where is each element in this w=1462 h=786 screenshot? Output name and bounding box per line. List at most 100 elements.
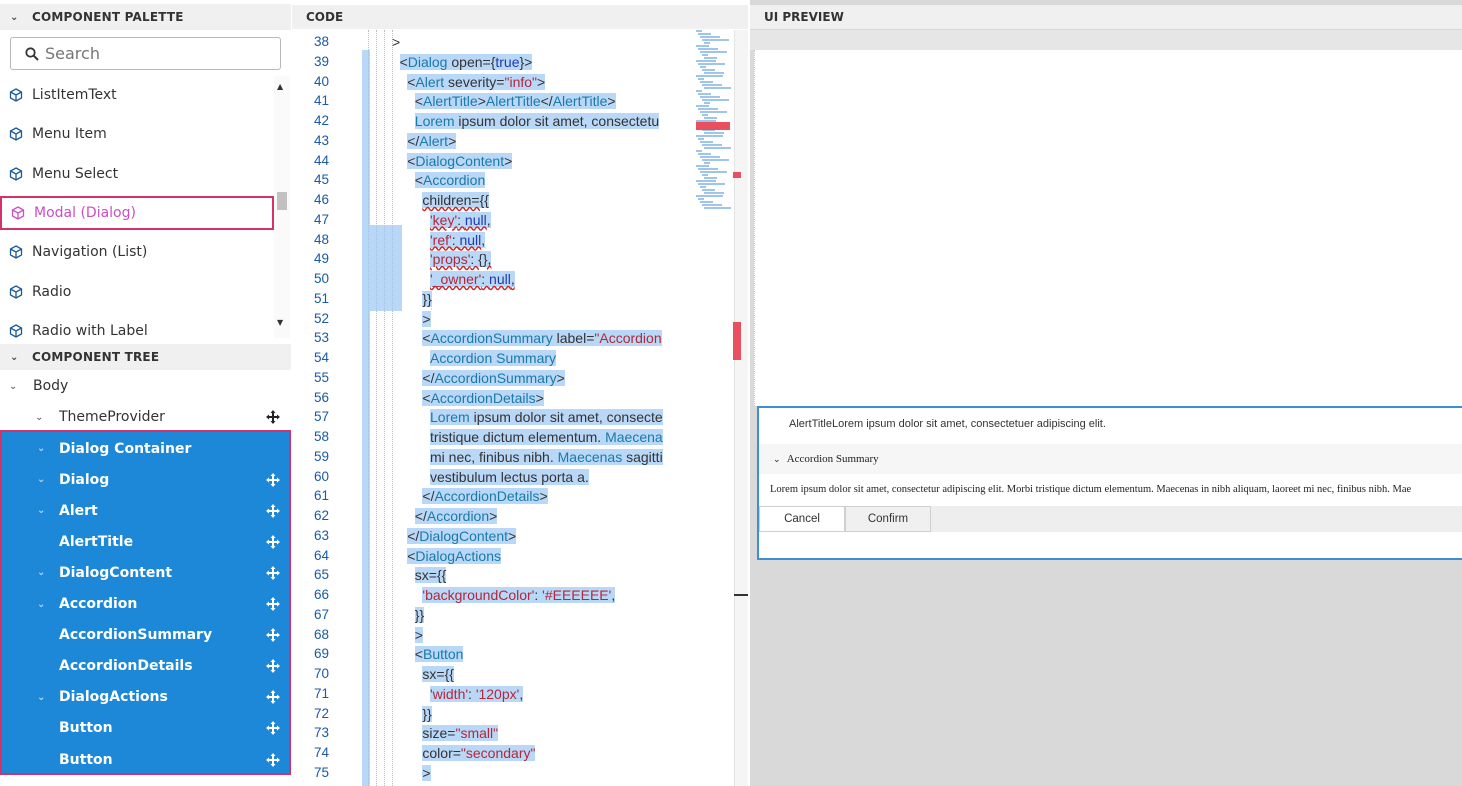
move-icon[interactable] xyxy=(266,628,280,643)
code-token: ipsum dolor sit amet, consectetu xyxy=(454,113,660,129)
code-token: label= xyxy=(552,330,595,347)
code-line: 'props': {}, xyxy=(430,249,492,269)
code-token: }} xyxy=(414,606,425,623)
tree-item[interactable]: AlertTitle xyxy=(2,526,289,557)
code-token: < xyxy=(407,152,416,169)
tree-item[interactable]: Button xyxy=(2,744,289,775)
confirm-button[interactable]: Confirm xyxy=(845,506,931,532)
cancel-button[interactable]: Cancel xyxy=(759,506,845,532)
minimap-line xyxy=(702,39,729,41)
code-token: < xyxy=(414,646,423,663)
code-minimap[interactable] xyxy=(694,30,738,786)
line-number: 49 xyxy=(314,251,330,267)
code-token: '120px' xyxy=(475,685,520,702)
panel-splitter[interactable] xyxy=(734,594,748,596)
line-number: 66 xyxy=(314,587,330,602)
tree-item-label: AccordionDetails xyxy=(59,658,193,675)
code-scrollbar[interactable] xyxy=(733,30,748,786)
line-number: 41 xyxy=(314,93,330,109)
move-icon[interactable] xyxy=(266,565,280,580)
palette-item-label: Modal (Dialog) xyxy=(34,204,136,221)
indent-guide xyxy=(384,30,385,786)
chevron-down-icon[interactable]: ⌄ xyxy=(37,567,46,579)
line-number: 63 xyxy=(314,527,330,543)
tree-item[interactable]: ⌄Accordion xyxy=(2,589,289,620)
move-icon[interactable] xyxy=(266,690,280,705)
code-line: 'backgroundColor': '#EEEEEE', xyxy=(422,585,616,605)
code-token: > xyxy=(556,369,565,386)
preview-dialog[interactable]: AlertTitleLorem ipsum dolor sit amet, co… xyxy=(757,406,1462,560)
move-icon[interactable] xyxy=(266,503,280,518)
tree-item[interactable]: Button xyxy=(2,713,289,744)
accordion-summary[interactable]: ⌄ Accordion Summary xyxy=(759,444,1462,474)
minimap-line xyxy=(696,45,709,47)
move-icon[interactable] xyxy=(266,721,280,736)
line-number: 72 xyxy=(314,705,330,721)
palette-item-label: Radio with Label xyxy=(32,322,148,338)
cube-icon xyxy=(9,284,23,299)
minimap-line xyxy=(702,129,715,131)
ui-preview-panel: UI PREVIEW AlertTitleLorem ipsum dolor s… xyxy=(750,0,1462,786)
code-token: 'ref' xyxy=(430,231,452,248)
scroll-up-icon[interactable]: ▲ xyxy=(277,82,284,91)
line-number: 55 xyxy=(314,369,330,385)
minimap-line xyxy=(702,84,722,86)
code-token: Alert xyxy=(419,132,449,149)
code-token: < xyxy=(407,73,416,90)
move-icon[interactable] xyxy=(266,597,280,611)
tree-item[interactable]: ⌄Alert xyxy=(2,495,289,526)
chevron-down-icon[interactable]: ⌄ xyxy=(37,474,46,486)
chevron-down-icon[interactable]: ⌄ xyxy=(37,598,46,610)
move-icon[interactable] xyxy=(266,534,280,549)
move-icon[interactable] xyxy=(266,659,280,674)
chevron-down-icon[interactable]: ⌄ xyxy=(35,411,44,423)
tree-item-body[interactable]: ⌄ Body xyxy=(0,372,291,400)
cube-icon xyxy=(9,245,23,259)
palette-item[interactable]: Navigation (List) xyxy=(0,235,274,269)
code-token: > xyxy=(607,93,616,110)
scroll-thumb[interactable] xyxy=(277,192,287,210)
move-icon[interactable] xyxy=(266,752,280,767)
palette-item[interactable]: Menu Item xyxy=(0,117,274,151)
tree-item[interactable]: ⌄DialogActions xyxy=(2,682,289,713)
tree-item[interactable]: ⌄Dialog Container xyxy=(2,433,289,464)
move-icon[interactable] xyxy=(266,472,280,487)
code-line: </AccordionSummary> xyxy=(422,368,565,388)
palette-header[interactable]: ⌄ COMPONENT PALETTE xyxy=(0,4,291,30)
chevron-down-icon: ⌄ xyxy=(10,351,19,363)
tree-item[interactable]: AccordionDetails xyxy=(2,651,289,682)
code-token: }> xyxy=(519,53,533,70)
chevron-down-icon[interactable]: ⌄ xyxy=(37,691,46,703)
tree-header[interactable]: ⌄ COMPONENT TREE xyxy=(0,344,291,370)
code-token: > xyxy=(489,508,498,524)
chevron-down-icon: ⌄ xyxy=(773,454,781,464)
chevron-down-icon[interactable]: ⌄ xyxy=(37,443,46,454)
line-number: 58 xyxy=(314,429,330,444)
tree-item[interactable]: AccordionSummary xyxy=(2,620,289,651)
code-token: , xyxy=(519,685,524,702)
code-token: Dialog xyxy=(407,53,448,70)
code-text-area[interactable]: ><Dialog open={true}><Alert severity="in… xyxy=(362,30,688,786)
minimap-line xyxy=(700,96,720,98)
search-input[interactable] xyxy=(45,44,265,63)
line-number: 45 xyxy=(314,172,330,188)
palette-item[interactable]: Modal (Dialog) xyxy=(0,195,274,230)
palette-item-label: Navigation (List) xyxy=(32,244,148,261)
tree-item[interactable]: ⌄Dialog xyxy=(2,464,289,495)
code-token: > xyxy=(508,527,517,544)
tree-item[interactable]: ⌄DialogContent xyxy=(2,557,289,588)
minimap-line xyxy=(700,66,706,68)
move-icon[interactable] xyxy=(266,410,280,424)
palette-item[interactable]: ListItemText xyxy=(0,78,274,112)
palette-item[interactable]: Radio with Label xyxy=(0,314,274,338)
search-box[interactable] xyxy=(10,37,281,70)
palette-item[interactable]: Menu Select xyxy=(0,157,274,191)
scroll-down-icon[interactable]: ▼ xyxy=(277,318,284,327)
chevron-down-icon[interactable]: ⌄ xyxy=(37,505,46,517)
palette-item[interactable]: Radio xyxy=(0,275,274,309)
chevron-down-icon[interactable]: ⌄ xyxy=(9,380,18,392)
code-line: <AccordionSummary label="Accordion xyxy=(422,328,662,348)
tree-item-themeprovider[interactable]: ⌄ ThemeProvider xyxy=(0,403,291,431)
